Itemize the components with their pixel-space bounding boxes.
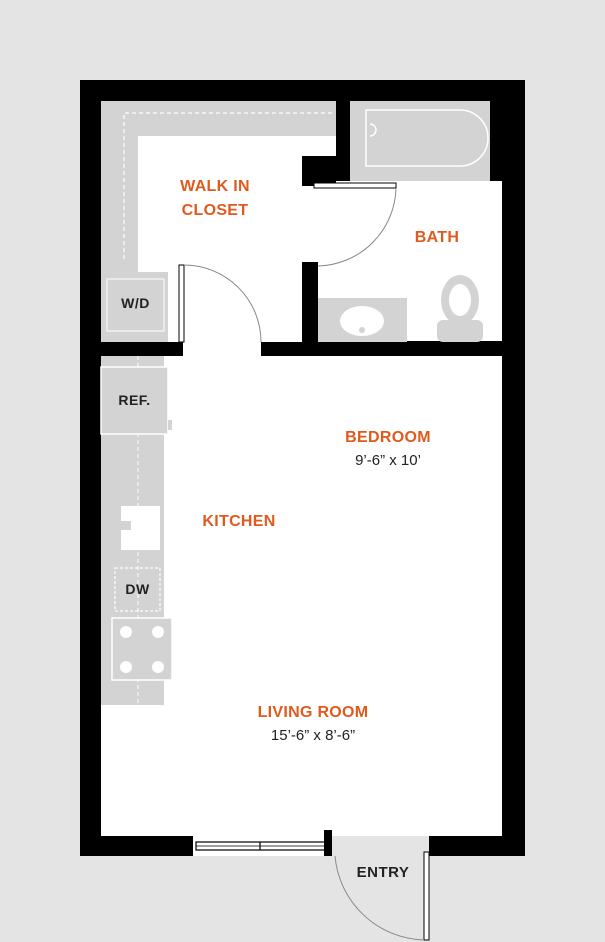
interior-walls bbox=[101, 101, 502, 356]
bathtub bbox=[350, 101, 490, 181]
washer-dryer-label: W/D bbox=[121, 295, 150, 311]
range bbox=[111, 617, 173, 681]
entry-label: ENTRY bbox=[356, 864, 410, 881]
bath-label: BATH bbox=[414, 229, 460, 246]
bath-door bbox=[313, 182, 397, 267]
refrigerator bbox=[100, 366, 169, 435]
dishwasher-label: DW bbox=[125, 581, 150, 597]
bedroom-label: BEDROOM bbox=[345, 429, 431, 446]
entry-door bbox=[332, 836, 430, 941]
dishwasher bbox=[114, 567, 161, 612]
walk-in-closet-label: WALK IN CLOSET bbox=[180, 178, 250, 219]
window bbox=[193, 830, 332, 856]
living-room-label: LIVING ROOM bbox=[257, 704, 369, 721]
living-room-dimensions: 15’-6” x 8’-6” bbox=[270, 727, 356, 744]
refrigerator-label: REF. bbox=[118, 392, 151, 408]
closet-door bbox=[178, 264, 262, 343]
bedroom-dimensions: 9’-6” x 10’ bbox=[355, 452, 421, 469]
kitchen-label: KITCHEN bbox=[202, 513, 276, 530]
kitchen-sink bbox=[121, 506, 160, 550]
